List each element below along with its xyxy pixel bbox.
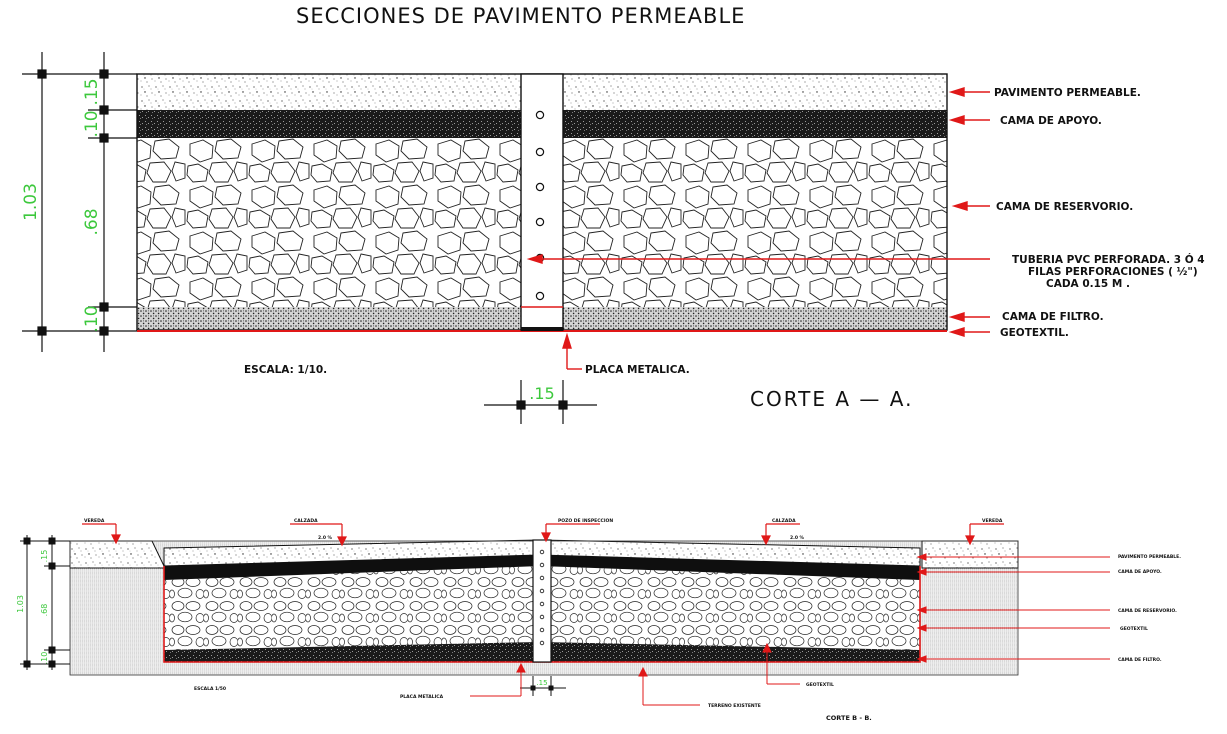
label-geotextil-bottom-b: GEOTEXTIL	[806, 682, 834, 688]
dim-bed-a: .10	[82, 110, 102, 137]
placa-metalica-a	[521, 327, 563, 331]
label-tuberia-3: CADA 0.15 M .	[1046, 278, 1130, 290]
label-placa-a: PLACA METALICA.	[585, 364, 690, 376]
label-geotextil-a: GEOTEXTIL.	[1000, 327, 1069, 339]
label-slope-left-b: 2.0 %	[318, 535, 333, 541]
section-b: 1.03 .15 .68 .10 .15 VEREDA CALZADA	[16, 518, 1181, 722]
pipe-width-dim-b	[520, 676, 566, 696]
label-vereda-right-b: VEREDA	[982, 518, 1003, 524]
label-tuberia-1: TUBERIA PVC PERFORADA. 3 Ó 4	[1012, 253, 1205, 266]
label-pavimento-b: PAVIMENTO PERMEABLE.	[1118, 554, 1181, 560]
dim-pipe-width-a: .15	[529, 384, 554, 403]
dim-pav-b: .15	[40, 550, 49, 563]
dim-total-b: 1.03	[16, 595, 25, 613]
right-arrows-b	[916, 553, 1110, 663]
dim-res-b: .68	[40, 604, 49, 617]
label-pozo-b: POZO DE INSPECCION	[558, 518, 613, 524]
pipe-width-dim-a	[484, 380, 597, 424]
cut-label-b: CORTE B - B.	[826, 714, 872, 722]
label-calzada-right-b: CALZADA	[772, 518, 796, 524]
dim-pipe-width-b: .15	[536, 679, 547, 687]
label-calzada-left-b: CALZADA	[294, 518, 318, 524]
dim-filter-a: .10	[82, 305, 102, 332]
label-placa-b: PLACA METALICA	[400, 694, 444, 700]
dim-filter-b: .10	[40, 652, 49, 665]
pozo-inspeccion-b	[532, 539, 552, 663]
dim-pav-a: .15	[82, 78, 102, 105]
dim-total-a: 1.03	[21, 183, 41, 221]
pipe-perforations-b	[539, 549, 545, 646]
dimension-lines-b	[20, 535, 70, 670]
scale-a: ESCALA: 1/10.	[244, 364, 327, 376]
layer-cama-apoyo-b	[164, 555, 920, 580]
sheet-title: SECCIONES DE PAVIMENTO PERMEABLE	[296, 4, 746, 28]
dim-res-a: .68	[82, 208, 102, 235]
label-pavimento-a: PAVIMENTO PERMEABLE.	[994, 87, 1141, 99]
label-reservorio-b: CAMA DE RESERVORIO.	[1118, 608, 1177, 614]
label-slope-right-b: 2.0 %	[790, 535, 805, 541]
label-cama-apoyo-b: CAMA DE APOYO.	[1118, 569, 1162, 575]
label-cama-apoyo-a: CAMA DE APOYO.	[1000, 115, 1102, 127]
section-a: 1.03 .15 .10 .68 .10 .15	[21, 52, 1205, 424]
vereda-left-b	[69, 540, 165, 569]
label-arrows-a	[526, 87, 990, 370]
label-terreno-b: TERRENO EXISTENTE	[708, 703, 761, 709]
callout-arrows-b	[82, 523, 1004, 547]
cut-label-a: CORTE A — A.	[750, 387, 913, 411]
label-vereda-left-b: VEREDA	[84, 518, 105, 524]
bottom-arrows-b	[470, 642, 800, 706]
scale-b: ESCALA 1/50	[194, 686, 226, 692]
label-geotextil-right-b: GEOTEXTIL	[1120, 626, 1148, 632]
pipe-perforations	[535, 110, 545, 301]
dimension-lines-a	[22, 52, 137, 352]
label-reservorio-a: CAMA DE RESERVORIO.	[996, 201, 1133, 213]
label-filtro-b: CAMA DE FILTRO.	[1118, 657, 1162, 663]
label-filtro-a: CAMA DE FILTRO.	[1002, 311, 1104, 323]
label-tuberia-2: FILAS PERFORACIONES ( ½")	[1028, 266, 1198, 278]
